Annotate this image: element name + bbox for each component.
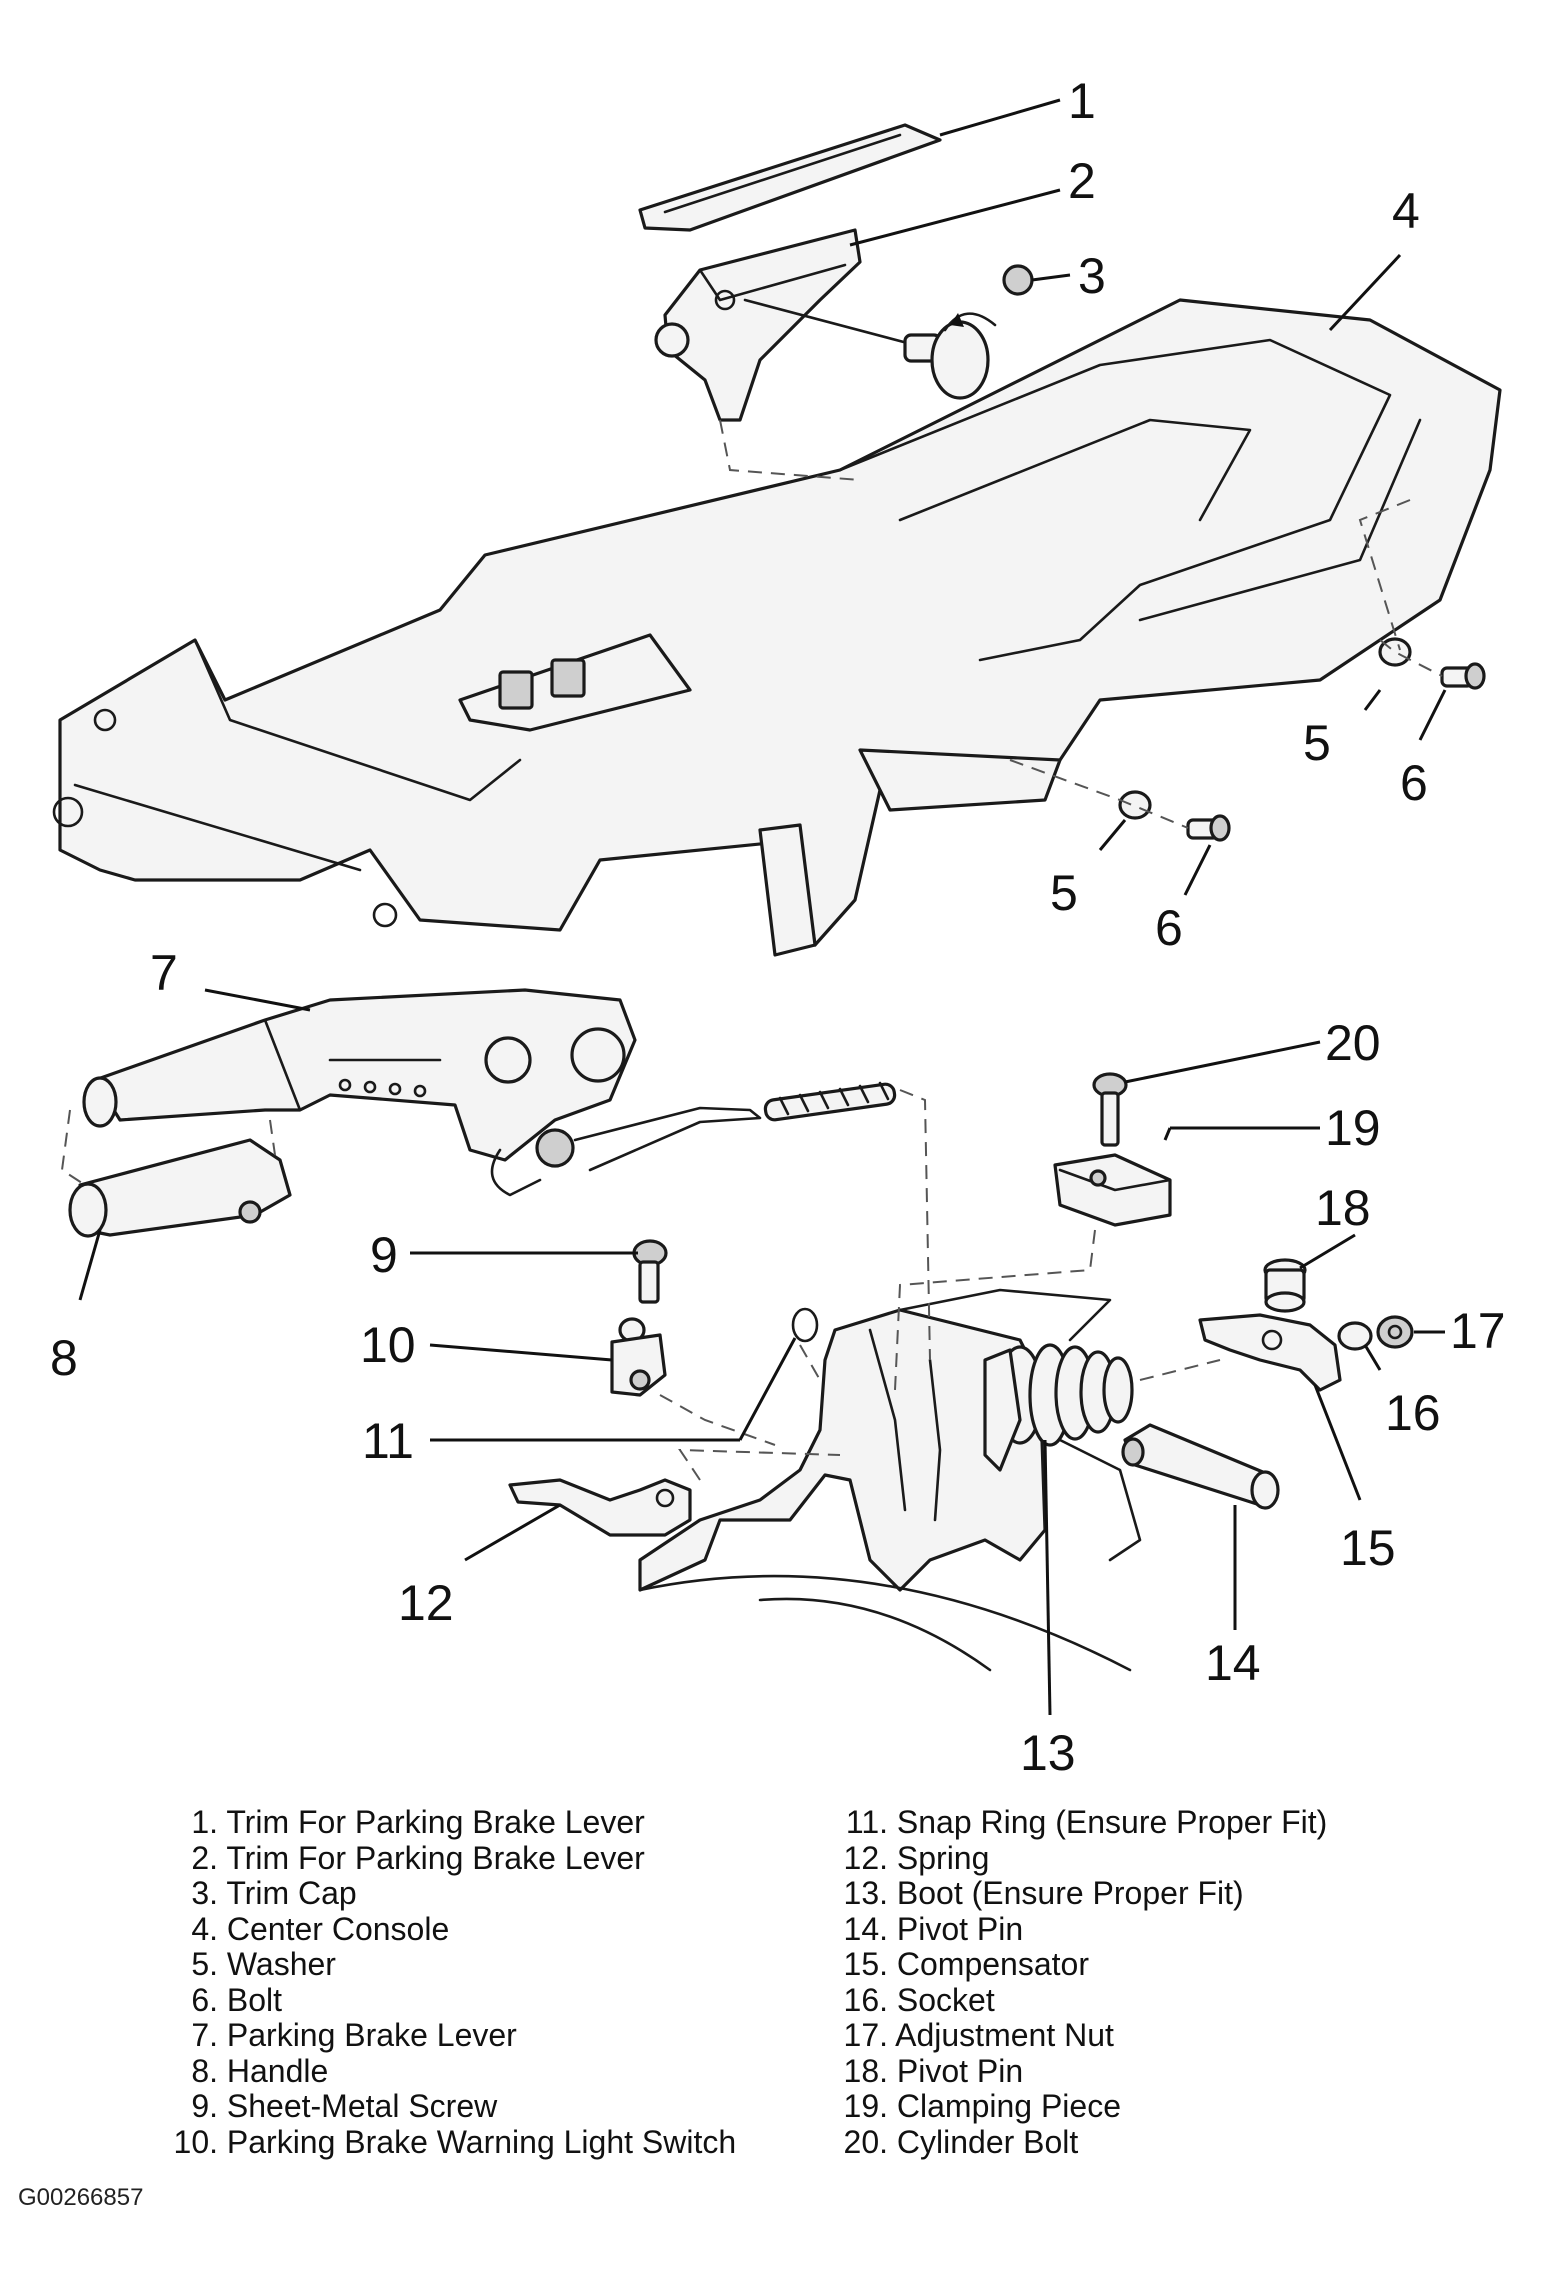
callout-7: 7 [150, 945, 178, 1001]
part-5-washer-lower [1118, 790, 1152, 820]
callout-14: 14 [1205, 1635, 1261, 1691]
mounting-bracket [638, 1288, 1142, 1672]
part-15-compensator [1198, 1313, 1342, 1392]
callout-12: 12 [398, 1575, 454, 1631]
part-1-trim-strip [638, 123, 942, 232]
legend-item: 17. Adjustment Nut [843, 2017, 1114, 2053]
legend-item: 9. Sheet-Metal Screw [191, 2088, 498, 2124]
callout-8: 8 [50, 1330, 78, 1386]
legend-item: 5. Washer [191, 1946, 336, 1982]
leader-lines [78, 98, 1447, 1716]
part-13-boot [983, 1343, 1134, 1472]
part-19-clamping-piece [1053, 1153, 1172, 1227]
callout-16: 16 [1385, 1385, 1441, 1441]
legend-item: 10. Parking Brake Warning Light Switch [173, 2123, 737, 2160]
callout-17: 17 [1450, 1303, 1506, 1359]
callout-4: 4 [1392, 183, 1420, 239]
callout-6-right: 6 [1400, 755, 1428, 811]
legend-item: 14. Pivot Pin [843, 1910, 1024, 1947]
part-7-parking-brake-lever [82, 988, 897, 1197]
legend-item: 8. Handle [191, 2052, 329, 2089]
part-10-warning-light-switch [610, 1317, 667, 1397]
legend-item: 6. Bolt [191, 1981, 283, 2018]
legend-item: 12. Spring [843, 1839, 990, 1876]
callout-5-lower: 5 [1050, 865, 1078, 921]
callout-numbers: 1 2 3 4 5 6 5 6 7 20 19 18 17 16 15 14 1… [50, 73, 1506, 1780]
callout-2: 2 [1068, 153, 1096, 209]
callout-1: 1 [1068, 73, 1096, 129]
callout-10: 10 [360, 1317, 416, 1373]
legend-item: 2. Trim For Parking Brake Lever [191, 1839, 645, 1876]
callout-5-right: 5 [1303, 715, 1331, 771]
legend-item: 13. Boot (Ensure Proper Fit) [843, 1875, 1244, 1911]
callout-13: 13 [1020, 1725, 1076, 1780]
part-20-cylinder-bolt [1092, 1072, 1128, 1147]
legend-item: 20. Cylinder Bolt [843, 2123, 1079, 2160]
figure-code: G00266857 [18, 2184, 144, 2211]
callout-11: 11 [362, 1413, 414, 1469]
part-11-snap-ring [791, 1307, 819, 1343]
legend-item: 7. Parking Brake Lever [191, 2017, 517, 2053]
part-6-bolt-right [1440, 662, 1486, 690]
callout-18: 18 [1315, 1180, 1371, 1236]
part-17-adjustment-nut [1376, 1315, 1414, 1349]
legend-item: 18. Pivot Pin [843, 2052, 1024, 2089]
legend-item: 16. Socket [843, 1981, 995, 2018]
part-6-bolt-lower [1186, 814, 1231, 842]
callout-19: 19 [1325, 1100, 1381, 1156]
legend-column-right: 11. Snap Ring (Ensure Proper Fit) 12. Sp… [838, 1804, 1328, 2160]
legend-item: 15. Compensator [843, 1946, 1089, 1982]
legend-item: 11. Snap Ring (Ensure Proper Fit) [845, 1804, 1328, 1840]
part-8-handle [68, 1138, 292, 1238]
part-18-pivot-pin [1263, 1258, 1307, 1313]
legend-item: 19. Clamping Piece [843, 2088, 1121, 2124]
callout-20: 20 [1325, 1015, 1381, 1071]
part-9-sheet-metal-screw [632, 1239, 668, 1304]
part-2-trim-bracket [654, 228, 862, 422]
legend-item: 1. Trim For Parking Brake Lever [191, 1804, 645, 1840]
legend-item: 4. Center Console [191, 1910, 450, 1947]
assembly-lines [60, 419, 1443, 1481]
legend-item: 3. Trim Cap [191, 1875, 357, 1911]
callout-6-lower: 6 [1155, 900, 1183, 956]
callout-3: 3 [1078, 248, 1106, 304]
part-16-socket [1337, 1321, 1373, 1351]
parts-legend: 1. Trim For Parking Brake Lever 2. Trim … [0, 1804, 1541, 2205]
part-3-trim-cap [743, 264, 1034, 400]
part-4-center-console [52, 298, 1502, 957]
callout-9: 9 [370, 1227, 398, 1283]
callout-15: 15 [1340, 1520, 1396, 1576]
part-14-pivot-pin [1121, 1423, 1280, 1510]
legend-column-left: 1. Trim For Parking Brake Lever 2. Trim … [168, 1804, 737, 2160]
part-12-spring [508, 1478, 692, 1537]
exploded-parts-diagram: 1 2 3 4 5 6 5 6 7 20 19 18 17 16 15 14 1… [50, 73, 1506, 1780]
